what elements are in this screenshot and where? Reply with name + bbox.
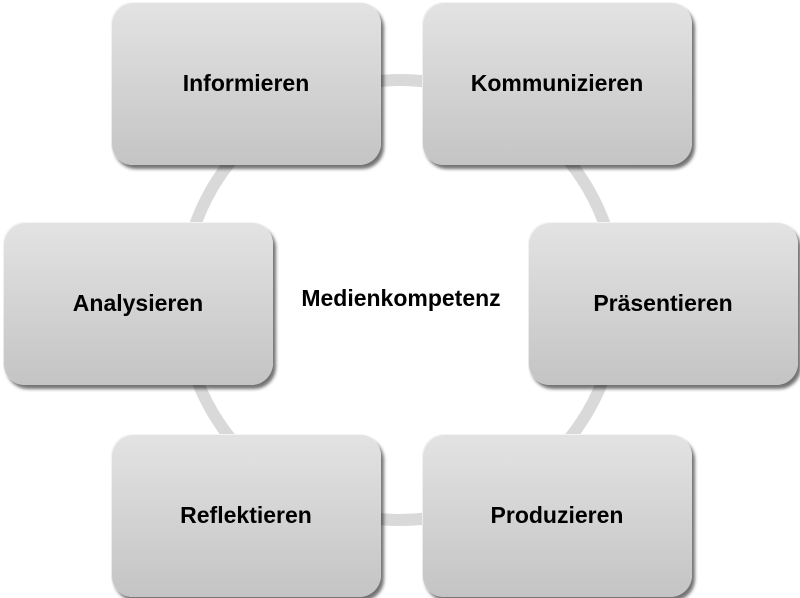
node-praesentieren: Präsentieren	[528, 222, 798, 385]
node-analysieren-label: Analysieren	[72, 290, 204, 316]
node-informieren-label: Informieren	[182, 70, 310, 96]
node-informieren: Informieren	[111, 2, 381, 165]
node-kommunizieren-label: Kommunizieren	[470, 70, 644, 96]
node-produzieren: Produzieren	[422, 434, 692, 597]
node-produzieren-label: Produzieren	[490, 502, 624, 528]
node-analysieren: Analysieren	[3, 222, 273, 385]
node-reflektieren-label: Reflektieren	[180, 502, 312, 528]
center-label: Medienkompetenz	[301, 285, 501, 311]
node-praesentieren-label: Präsentieren	[593, 290, 733, 316]
node-kommunizieren: Kommunizieren	[422, 2, 692, 165]
node-reflektieren: Reflektieren	[111, 434, 381, 597]
